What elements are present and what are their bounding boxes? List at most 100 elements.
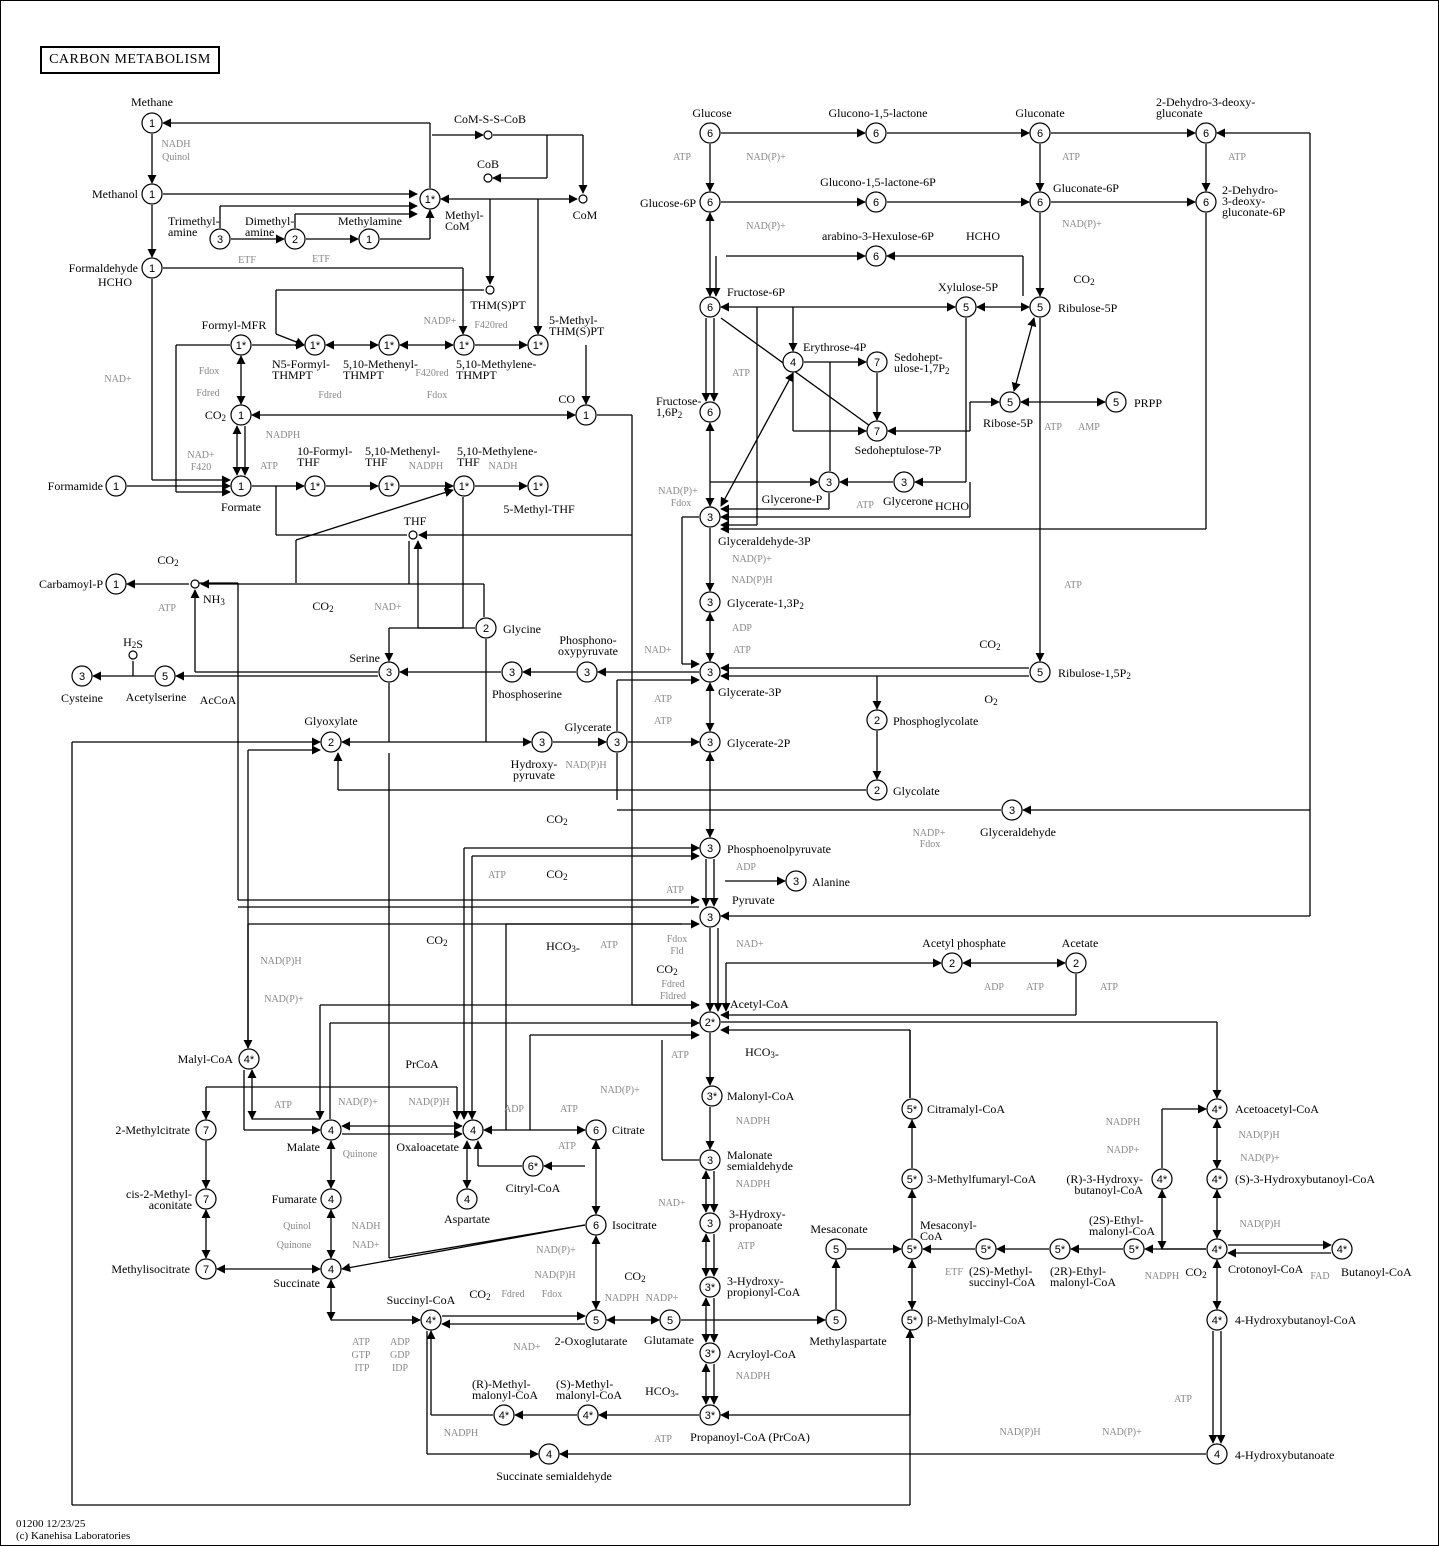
compound-circle[interactable] xyxy=(999,391,1021,413)
compound-circle[interactable] xyxy=(320,1258,342,1280)
compound-node-methylmalonyl-coa-s[interactable]: 4*(S)-Methyl-malonyl-CoA xyxy=(556,1377,622,1426)
compound-circle[interactable] xyxy=(71,665,93,687)
compound-circle[interactable] xyxy=(1105,391,1127,413)
compound-circle[interactable] xyxy=(154,665,176,687)
compound-circle[interactable] xyxy=(462,1119,484,1141)
compound-node-com[interactable]: CoM xyxy=(573,194,598,222)
compound-circle[interactable] xyxy=(585,1119,607,1141)
compound-circle[interactable] xyxy=(1195,122,1217,144)
compound-circle[interactable] xyxy=(699,191,721,213)
compound-circle[interactable] xyxy=(195,1258,217,1280)
compound-circle[interactable] xyxy=(1206,1238,1228,1260)
compound-node-dehydro-deoxy-gluconate-6p[interactable]: 62-Dehydro-3-deoxy-gluconate-6P xyxy=(1195,183,1286,219)
compound-node-crotonoyl-coa[interactable]: 4*Crotonoyl-CoA xyxy=(1206,1238,1304,1276)
compound-circle[interactable] xyxy=(699,401,721,423)
compound-node-mesaconyl-coa[interactable]: 5*Mesaconyl-CoA xyxy=(901,1218,977,1260)
compound-circle[interactable] xyxy=(699,296,721,318)
compound-node-formyl-thf[interactable]: 1*10-Formyl-THF xyxy=(297,444,352,497)
compound-circle[interactable] xyxy=(901,1309,923,1331)
compound-node-hydroxybutanoyl-r[interactable]: 4*(R)-3-Hydroxy-butanoyl-CoA xyxy=(1066,1168,1173,1197)
compound-node-propanoyl-coa[interactable]: 3*Propanoyl-CoA (PrCoA) xyxy=(690,1404,810,1444)
compound-node-methylmalonyl-coa-r[interactable]: 4*(R)-Methyl-malonyl-CoA xyxy=(472,1377,538,1426)
compound-node-methylene-thf[interactable]: 1*5,10-Methylene-THF xyxy=(453,444,537,497)
compound-circle[interactable] xyxy=(699,906,721,928)
compound-node-hydroxypropanoate[interactable]: 33-Hydroxy-propanoate xyxy=(699,1207,786,1234)
compound-dot[interactable] xyxy=(485,285,495,295)
compound-circle[interactable] xyxy=(699,1342,721,1364)
compound-circle[interactable] xyxy=(699,1011,721,1033)
compound-circle[interactable] xyxy=(141,257,163,279)
compound-node-methyl-com[interactable]: 1*Methyl-CoM xyxy=(419,188,484,233)
compound-circle[interactable] xyxy=(419,188,441,210)
compound-node-nh3[interactable]: NH3 xyxy=(190,579,225,607)
compound-circle[interactable] xyxy=(238,1048,260,1070)
compound-circle[interactable] xyxy=(195,1119,217,1141)
compound-circle[interactable] xyxy=(420,1309,442,1331)
compound-circle[interactable] xyxy=(865,122,887,144)
compound-dot[interactable] xyxy=(483,173,493,183)
compound-node-citramalyl-coa[interactable]: 5*Citramalyl-CoA xyxy=(901,1098,1005,1120)
compound-circle[interactable] xyxy=(585,1214,607,1236)
compound-circle[interactable] xyxy=(527,334,549,356)
compound-circle[interactable] xyxy=(606,731,628,753)
compound-circle[interactable] xyxy=(866,779,888,801)
compound-circle[interactable] xyxy=(1123,1238,1145,1260)
compound-circle[interactable] xyxy=(699,661,721,683)
compound-circle[interactable] xyxy=(320,1119,342,1141)
compound-circle[interactable] xyxy=(284,228,306,250)
compound-circle[interactable] xyxy=(782,351,804,373)
compound-circle[interactable] xyxy=(1151,1168,1173,1190)
compound-circle[interactable] xyxy=(825,1238,847,1260)
compound-circle[interactable] xyxy=(475,617,497,639)
compound-node-methenyl-thmpt[interactable]: 1*5,10-Methenyl-THMPT xyxy=(343,334,418,382)
compound-node-methylmalyl-coa[interactable]: 5*β-Methylmalyl-CoA xyxy=(901,1309,1026,1331)
compound-circle[interactable] xyxy=(901,1168,923,1190)
compound-circle[interactable] xyxy=(818,471,840,493)
compound-circle[interactable] xyxy=(659,1309,681,1331)
compound-circle[interactable] xyxy=(901,1238,923,1260)
compound-circle[interactable] xyxy=(866,709,888,731)
compound-node-h2s[interactable]: H2S xyxy=(123,635,143,660)
compound-node-cob[interactable]: CoB xyxy=(477,157,499,183)
compound-circle[interactable] xyxy=(501,661,523,683)
compound-circle[interactable] xyxy=(195,1188,217,1210)
compound-node-methenyl-thf[interactable]: 1*5,10-Methenyl-THF xyxy=(365,444,440,497)
compound-circle[interactable] xyxy=(456,1188,478,1210)
compound-dot[interactable] xyxy=(578,194,588,204)
compound-node-methylene-thmpt[interactable]: 1*5,10-Methylene-THMPT xyxy=(453,334,536,382)
compound-circle[interactable] xyxy=(699,837,721,859)
